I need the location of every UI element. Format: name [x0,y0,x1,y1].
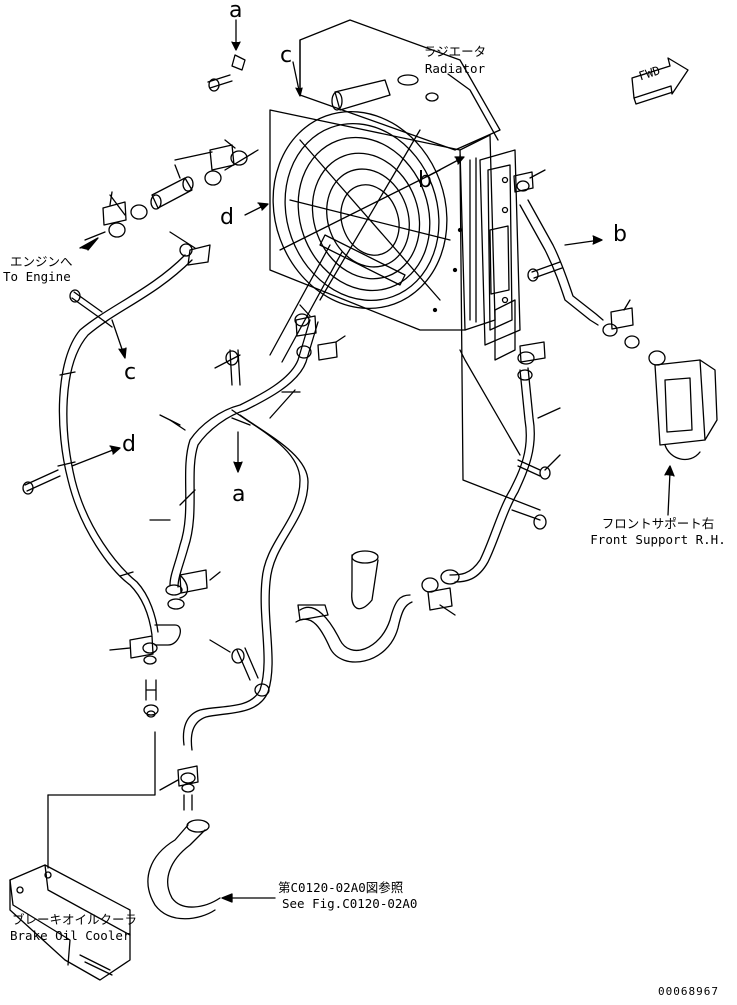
brake-oil-cooler [9,864,131,981]
callout-a-mid: a [232,482,246,507]
callout-b-right: b [613,222,627,247]
brake-cooler-label-en: Brake Oil Cooler [10,928,131,943]
forward-arrow-icon [631,57,689,105]
brake-cooler-label-jp: ブレーキオイルクーラ [12,912,138,927]
callout-d-mid: d [220,205,234,230]
center-hose-lines [147,244,343,920]
see-fig-label-en: See Fig.C0120-02A0 [282,896,418,911]
leader-lines [47,19,675,903]
radiator-label-jp: ラジエータ [423,44,487,59]
callout-d-left: d [122,432,136,457]
callout-c-left: c [124,360,137,385]
radiator-assembly [269,19,521,361]
see-fig-label-jp: 第C0120-02A0図参照 [278,880,404,895]
right-hose-lines [295,180,718,663]
top-left-hose-parts [108,54,259,238]
callout-a-top: a [229,0,243,23]
callout-b-mid: b [418,168,432,193]
drawing-number: 00068967 [658,985,719,998]
front-support-label-jp: フロントサポート右 [601,516,715,531]
callout-c-top: c [280,43,293,68]
to-engine-label-jp: エンジンへ [10,254,73,269]
to-engine-label-en: To Engine [3,269,71,284]
front-support-label-en: Front Support R.H. [590,532,726,547]
left-hose-line [22,243,193,718]
radiator-label-en: Radiator [424,61,486,76]
